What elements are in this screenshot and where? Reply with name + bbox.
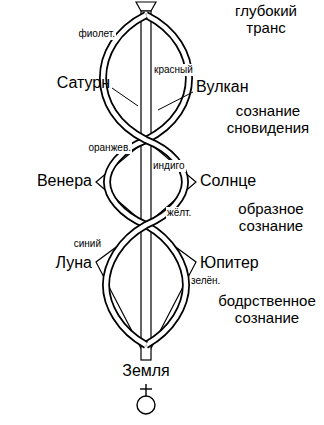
planet-label: Юпитер (200, 254, 259, 272)
planet-label: Венера (24, 172, 92, 190)
tube-funnel (136, 2, 156, 11)
state-label: образное сознание (226, 200, 316, 235)
earth-cross (140, 388, 152, 389)
color-label: индиго (152, 160, 186, 172)
central-tube (136, 2, 156, 360)
earth-cross (145, 384, 146, 396)
planet-label: Сатурн (40, 74, 110, 92)
earth-circle (137, 396, 155, 414)
state-label: глубокий транс (226, 2, 306, 37)
state-label: бодрственное сознание (214, 292, 320, 327)
leader-line (158, 92, 193, 110)
planet-label: Солнце (200, 172, 256, 190)
planet-label: Вулкан (196, 78, 249, 96)
earth-symbol (137, 384, 155, 414)
color-label: фиолет. (60, 28, 116, 40)
color-label: оранжев. (76, 142, 132, 154)
tube (141, 11, 151, 360)
color-label: зелён. (190, 275, 221, 287)
planet-label: Луна (36, 254, 92, 272)
leader-lines (112, 88, 193, 110)
color-label: красный (153, 64, 194, 76)
color-label: жёлт. (166, 207, 192, 219)
leader-line (112, 88, 138, 106)
state-label: сознание сновидения (220, 102, 316, 137)
planet-label: Земля (106, 362, 186, 380)
color-label: синий (56, 238, 102, 250)
